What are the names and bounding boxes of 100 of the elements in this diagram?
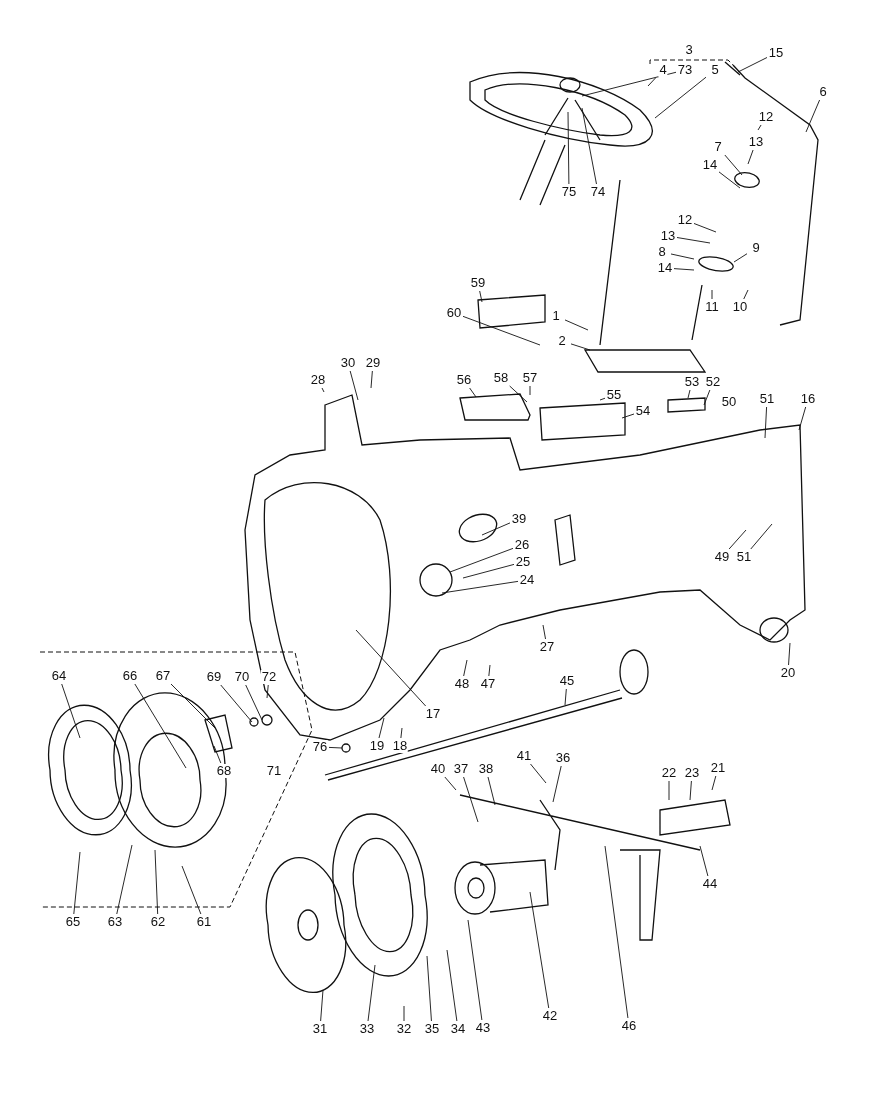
callout-number: 17 [424,707,442,721]
leader-line [567,111,570,185]
callout-number: 48 [453,677,471,691]
leader-line [213,745,222,764]
callout-number: 43 [474,1021,492,1035]
leader-line [403,1005,405,1022]
callout-number: 33 [358,1022,376,1036]
callout-number: 25 [514,555,532,569]
leader-line [581,107,597,185]
leader-line [728,529,747,550]
callout-number: 62 [149,915,167,929]
callout-number: 57 [521,371,539,385]
callout-number: 32 [395,1022,413,1036]
callout-number: 3 [684,43,694,57]
leader-line [449,547,514,573]
callout-number: 29 [364,356,382,370]
leader-line [349,370,359,401]
leader-line [570,343,591,351]
leader-line [743,289,749,300]
callout-number: 45 [558,674,576,688]
leader-line [328,746,343,749]
callout-number: 4 [658,63,668,77]
leader-line [529,385,531,396]
leader-line [687,389,691,399]
leader-line [61,683,81,739]
leader-line [509,385,528,403]
callout-number: 69 [205,670,223,684]
leader-line [733,253,748,263]
leader-line [467,919,483,1021]
callout-number: 13 [659,229,677,243]
leader-line [703,389,711,406]
leader-line [446,949,458,1022]
leader-line [764,406,768,439]
leader-line [711,289,713,300]
leader-line [654,76,707,119]
leader-line [441,580,519,594]
leader-line [220,684,253,723]
callout-number: 9 [751,241,761,255]
leader-line [154,849,159,915]
leader-line [676,237,711,244]
leader-line [699,845,709,877]
callout-number: 12 [676,213,694,227]
leader-line [689,780,692,801]
callout-number: 12 [757,110,775,124]
leader-line [170,683,216,729]
callout-number: 50 [720,395,738,409]
callout-number: 72 [260,670,278,684]
callout-number: 65 [64,915,82,929]
callout-number: 38 [477,762,495,776]
leader-line [245,684,263,721]
leader-line [469,387,477,398]
leader-line [530,763,547,784]
callout-number: 67 [154,669,172,683]
callout-number: 10 [731,300,749,314]
callout-number: 14 [656,261,674,275]
callout-number: 8 [657,245,667,259]
callout-number: 46 [620,1019,638,1033]
callout-number: 22 [660,766,678,780]
callout-number: 28 [309,373,327,387]
callout-number: 47 [479,677,497,691]
leader-line [621,413,635,419]
callout-number: 21 [709,761,727,775]
callout-number: 74 [589,185,607,199]
callout-number: 41 [515,749,533,763]
callout-number: 76 [311,740,329,754]
leader-line [564,688,567,706]
callout-number: 23 [683,766,701,780]
callout-number: 36 [554,751,572,765]
leader-line [711,775,717,791]
callout-number: 13 [747,135,765,149]
callout-number: 66 [121,669,139,683]
leader-line [693,223,717,233]
leader-line [426,955,432,1022]
callout-number: 31 [311,1022,329,1036]
leader-line [181,865,202,915]
leader-line [479,290,483,303]
leader-line [788,642,791,666]
leader-line [564,319,589,331]
callout-number: 70 [233,670,251,684]
leader-line [463,776,479,823]
leader-line [542,624,546,640]
callout-number: 18 [391,739,409,753]
callout-number: 59 [469,276,487,290]
callout-number: 54 [634,404,652,418]
callout-number: 63 [106,915,124,929]
leader-line [529,891,550,1009]
callout-number: 14 [701,158,719,172]
callout-number: 42 [541,1009,559,1023]
leader-line [134,683,187,769]
leader-line [444,776,457,791]
leader-line [487,776,496,806]
callout-number: 55 [605,388,623,402]
leader-line [750,523,773,550]
callout-number: 35 [423,1022,441,1036]
callout-number: 37 [452,762,470,776]
leader-line [552,765,562,803]
leader-line [355,629,427,707]
leader-line [378,717,385,739]
callout-number: 20 [779,666,797,680]
leader-line [647,77,656,87]
